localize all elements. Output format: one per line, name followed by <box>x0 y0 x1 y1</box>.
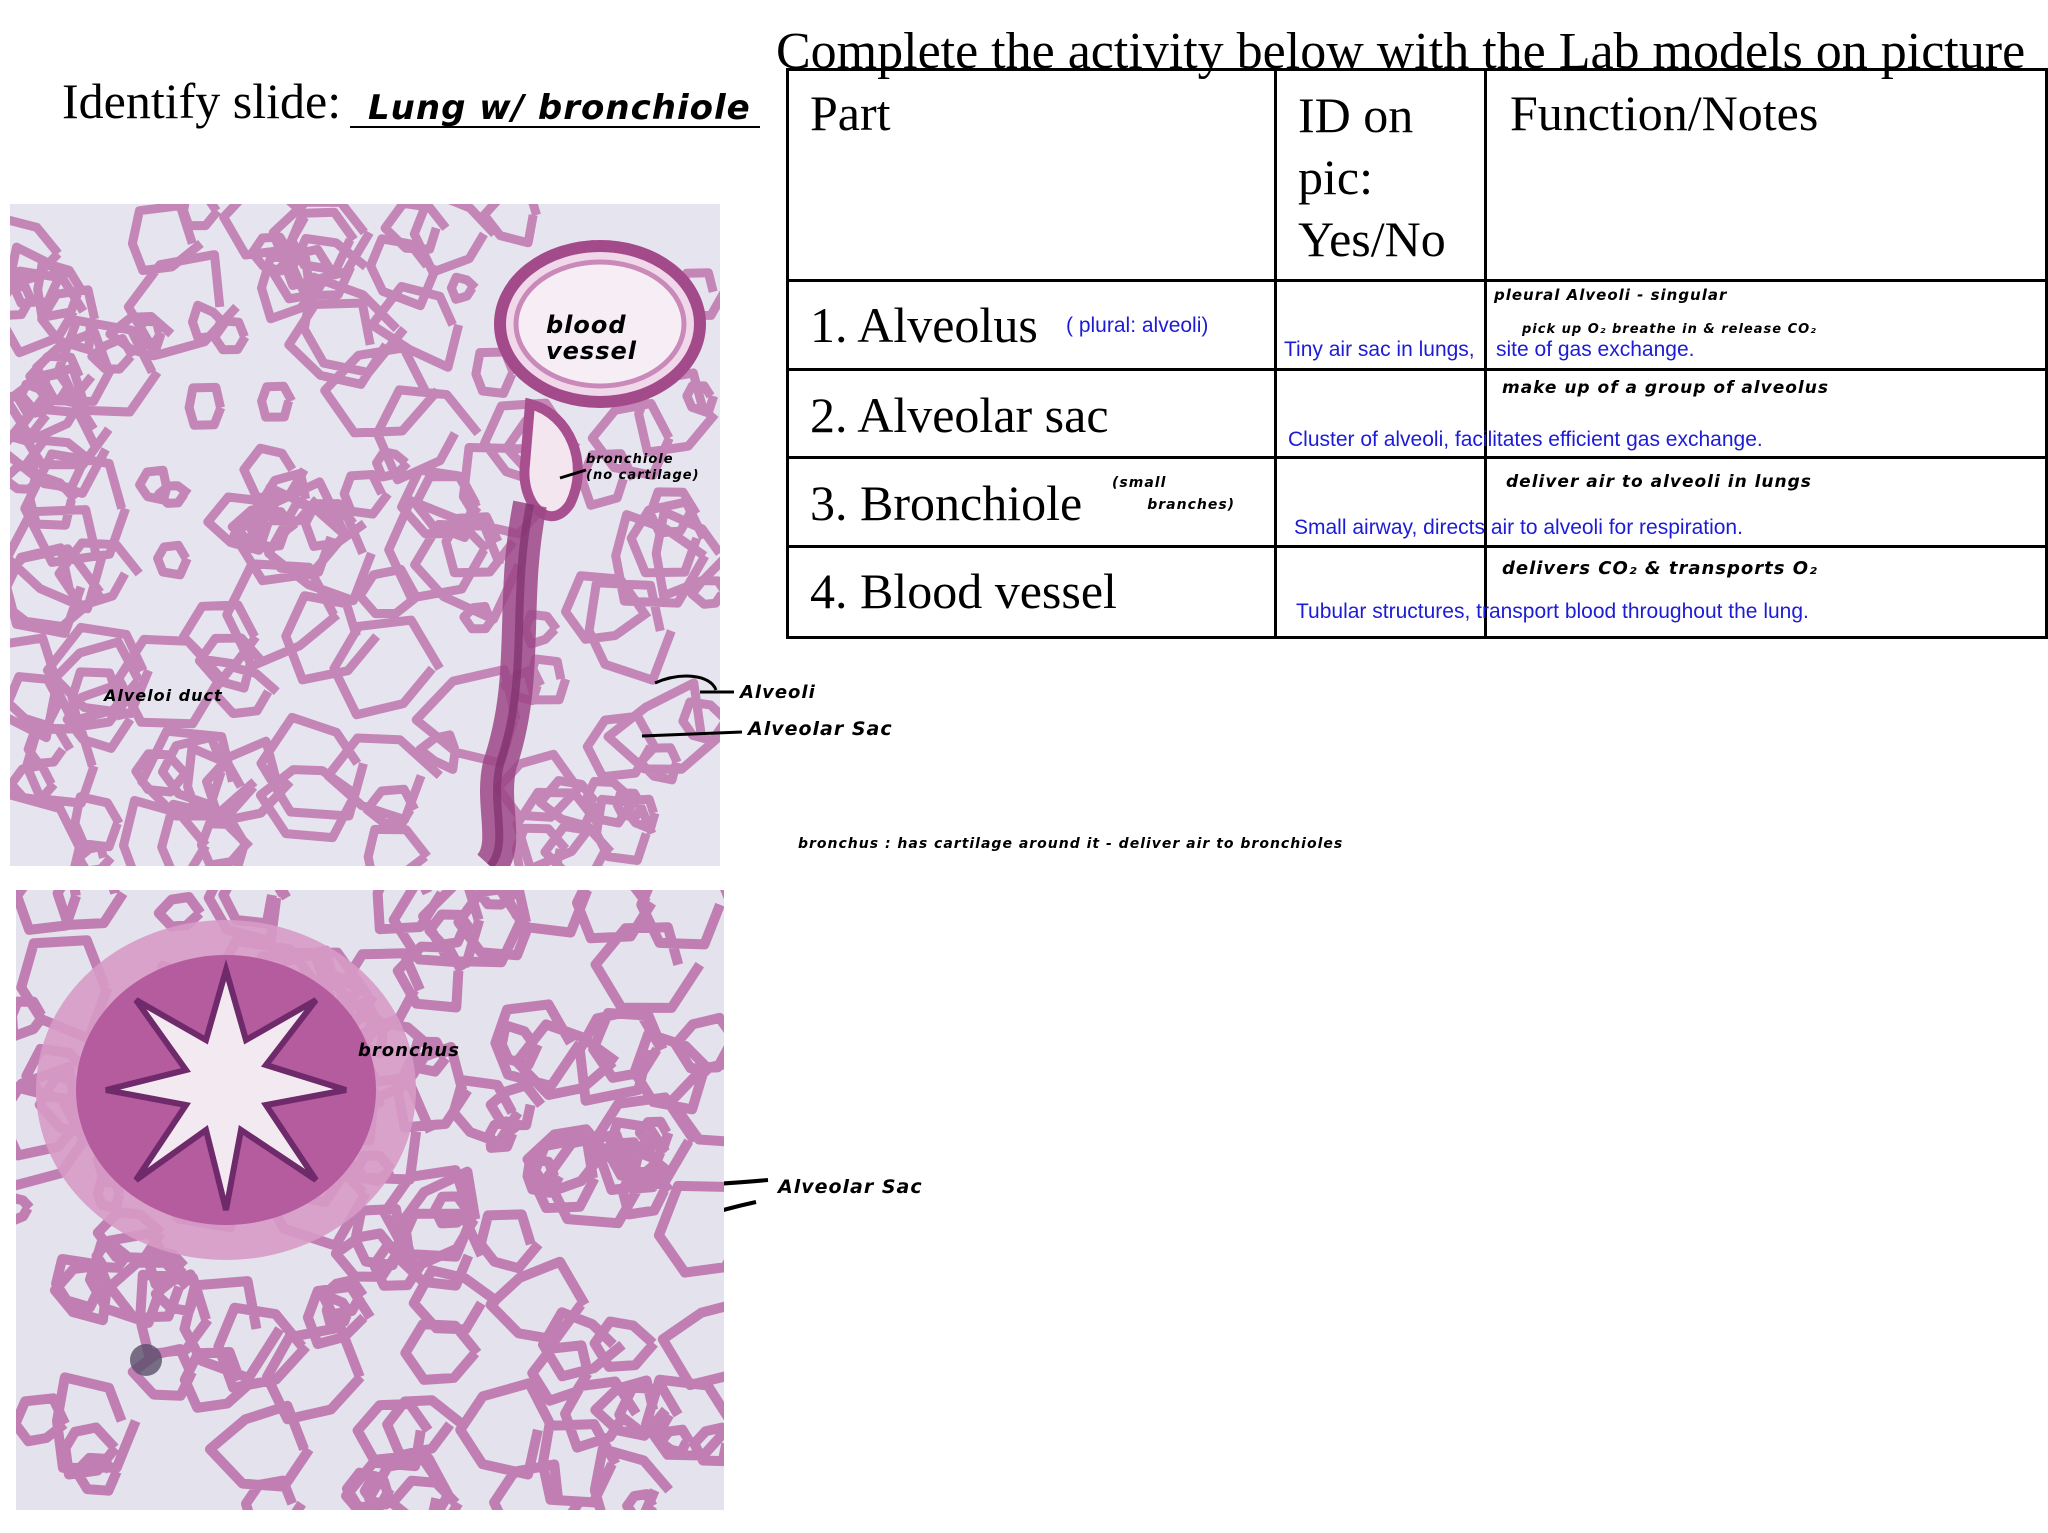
label-alveolar-sac-2: Alveolar Sac <box>778 1176 923 1198</box>
row-1-part: 1. Alveolus <box>810 297 1038 353</box>
row-2-notes-hand: make up of a group of alveolus <box>1502 378 1829 398</box>
table-row-divider-2 <box>786 368 2048 371</box>
row-3-part-note: (small branches) <box>1112 475 1236 513</box>
table-border-left <box>786 68 789 639</box>
row-1-notes-hand-1: pleural Alveoli - singular <box>1494 286 1728 304</box>
table-border-right <box>2045 68 2048 639</box>
row-4-notes-hand: delivers CO₂ & transports O₂ <box>1502 558 1818 579</box>
row-3-part: 3. Bronchiole <box>810 475 1083 531</box>
header-id: ID on pic: Yes/No <box>1298 84 1446 270</box>
header-id-line-3: Yes/No <box>1298 211 1446 267</box>
table-row-divider-1 <box>786 279 2048 282</box>
lung-tissue-image-1 <box>10 204 720 866</box>
row-3-notes-hand: deliver air to alveoli in lungs <box>1506 472 1812 492</box>
label-alveoli: Alveoli <box>740 682 816 703</box>
row-1-part-note: ( plural: alveoli) <box>1066 314 1209 337</box>
row-2-notes-typed: Cluster of alveoli, facilitates efficien… <box>1288 428 1763 451</box>
parts-table: Part ID on pic: Yes/No Function/Notes 1.… <box>786 68 2048 639</box>
row-1-notes-typed: site of gas exchange. <box>1496 338 1695 361</box>
table-row-divider-4 <box>786 545 2048 548</box>
row-1-notes-hand-2: pick up O₂ breathe in & release CO₂ <box>1522 322 1817 337</box>
identify-slide-label: Identify slide: <box>62 73 342 129</box>
lung-micrograph-1 <box>10 204 720 866</box>
lung-micrograph-2 <box>16 890 724 1510</box>
row-3-notes-typed: Small airway, directs air to alveoli for… <box>1294 516 1743 539</box>
table-col-divider-2 <box>1484 68 1487 639</box>
identify-answer-underline <box>350 126 760 128</box>
header-part: Part <box>810 85 891 141</box>
header-id-line-1: ID on <box>1298 87 1414 143</box>
identify-slide-answer: Lung w/ bronchiole <box>368 88 751 128</box>
row-1-id-note: Tiny air sac in lungs, <box>1284 338 1475 361</box>
row-2-part: 2. Alveolar sac <box>810 387 1109 443</box>
label-alveolar-sac-1: Alveolar Sac <box>748 718 893 740</box>
label-alveolar-duct: Alveloi duct <box>104 686 223 705</box>
row-4-notes-typed: Tubular structures, transport blood thro… <box>1296 600 1809 623</box>
bronchus-note: bronchus : has cartilage around it - del… <box>798 836 1344 852</box>
header-function-notes: Function/Notes <box>1510 85 1819 141</box>
table-row-divider-3 <box>786 456 2048 459</box>
row-4-part: 4. Blood vessel <box>810 563 1117 619</box>
tissue-texture <box>16 890 724 1510</box>
table-col-divider-1 <box>1274 68 1277 639</box>
lung-tissue-image-2 <box>16 890 724 1510</box>
label-blood-vessel: blood vessel <box>546 311 637 365</box>
table-border-top <box>786 68 2048 71</box>
label-bronchiole: bronchiole (no cartilage) <box>586 452 700 483</box>
table-border-bottom <box>786 636 2048 639</box>
tissue-texture <box>10 204 720 866</box>
label-bronchus: bronchus <box>358 1040 460 1061</box>
header-id-line-2: pic: <box>1298 149 1373 205</box>
